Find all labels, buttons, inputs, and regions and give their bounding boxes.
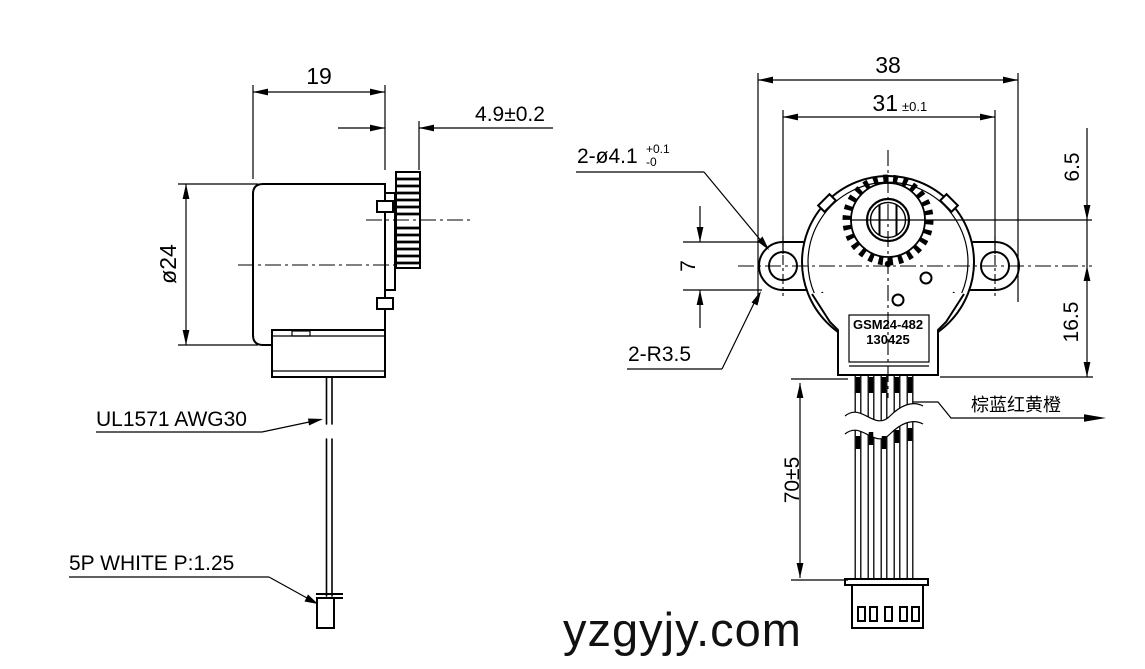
dim-wire-length: 70±5 [781, 378, 848, 581]
dim-70-text: 70±5 [781, 457, 804, 504]
body-hole-1 [919, 271, 933, 285]
dim-7-text: 7 [677, 260, 700, 272]
side-view: 19 4.9±0.2 ø24 UL1571 AWG30 [69, 63, 553, 629]
dim-gear-thickness: 4.9±0.2 [338, 103, 553, 170]
watermark-text: yzgyjy.com [563, 603, 802, 656]
plate-tab-lower [376, 297, 394, 310]
dim-4.9-text: 4.9±0.2 [475, 103, 545, 126]
output-gear-side [395, 171, 421, 269]
wire-bundle [844, 375, 924, 580]
dim-hole-spacing: 31 ±0.1 [782, 90, 996, 254]
dim-o24-text: ø24 [155, 244, 181, 284]
label-ear-radius: 2-R3.5 [627, 291, 761, 370]
terminal-housing-side [271, 329, 386, 378]
dim-16.5-text: 16.5 [1060, 302, 1083, 343]
end-connector-side [316, 593, 343, 629]
plate-tab-upper [376, 200, 394, 213]
dim-38-text: 38 [875, 52, 901, 78]
dim-overall-width: 38 [757, 52, 1019, 302]
dim-31-tol-text: ±0.1 [902, 99, 927, 114]
end-connector-text: 5P WHITE P:1.25 [69, 552, 234, 575]
dim-ear-strap-width: 7 [677, 206, 762, 328]
dim-body-diameter: ø24 [155, 183, 258, 346]
mounting-holes-text: 2-ø4.1 [577, 145, 638, 168]
dim-6.5-text: 6.5 [1061, 152, 1084, 181]
lead-wire-text: UL1571 AWG30 [96, 408, 247, 431]
connector-front [844, 578, 929, 629]
mounting-holes-tol-upper: +0.1 [646, 142, 670, 156]
ear-radius-text: 2-R3.5 [628, 343, 691, 366]
front-view: GSM24-482 130425 [576, 52, 1106, 629]
mounting-holes-tol-lower: -0 [646, 155, 657, 169]
wire-break [844, 403, 924, 440]
label-lead-wire: UL1571 AWG30 [96, 408, 323, 433]
body-hole-2 [891, 293, 905, 307]
lead-wire-side [325, 376, 333, 597]
label-wire-colors: 棕蓝红黄橙 [913, 395, 1106, 422]
label-mounting-holes: 2-ø4.1 +0.1 -0 [576, 142, 769, 250]
dim-right-side: 6.5 16.5 [940, 128, 1093, 378]
wire-colors-text: 棕蓝红黄橙 [971, 395, 1061, 415]
dim-31-text: 31 [872, 90, 898, 116]
dim-body-length: 19 [252, 63, 386, 179]
label-end-connector: 5P WHITE P:1.25 [69, 552, 318, 604]
dim-19-text: 19 [306, 63, 332, 89]
connector-pin-slots [857, 606, 920, 622]
